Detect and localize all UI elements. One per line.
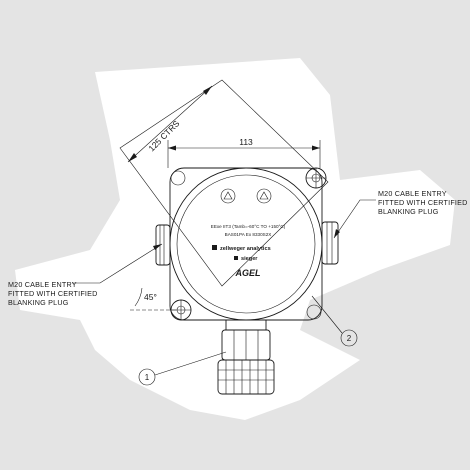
product-logo: AGEL <box>234 268 260 278</box>
callout-2-label: 2 <box>347 334 352 343</box>
note-left-arrow <box>153 244 162 250</box>
mounting-envelope <box>119 79 329 287</box>
ctrs-arrow-end <box>203 86 212 95</box>
sub-brand-mark-icon <box>234 256 238 260</box>
enclosure-lid-inner <box>176 174 316 314</box>
callout-2-bubble <box>340 329 358 347</box>
width-dimension-label: 113 <box>239 137 253 147</box>
callout-1-bubble <box>138 368 156 386</box>
cable-entry-right <box>321 221 339 265</box>
note-right: M20 CABLE ENTRY FITTED WITH CERTIFIED BL… <box>378 189 468 216</box>
svg-text:FITTED WITH CERTIFIED: FITTED WITH CERTIFIED <box>8 289 98 298</box>
lid-screw-left <box>220 188 236 204</box>
svg-text:M20 CABLE ENTRY: M20 CABLE ENTRY <box>8 280 77 289</box>
mounting-boss-top-left <box>170 170 186 186</box>
brand-sub-text: sieger <box>241 256 258 262</box>
mounting-boss-bottom-right <box>306 304 322 320</box>
lid-screw-right <box>256 188 272 204</box>
angle-label: 45° <box>144 292 157 302</box>
angle-arc <box>134 287 143 307</box>
bottom-cable-gland <box>217 319 275 395</box>
note-right-leader <box>333 199 376 239</box>
note-right-arrow <box>334 229 340 238</box>
ctrs-dimension-line <box>127 85 213 163</box>
note-left: M20 CABLE ENTRY FITTED WITH CERTIFIED BL… <box>8 280 98 307</box>
note-left-leader <box>72 243 163 284</box>
mounting-boss-top-right <box>305 167 327 189</box>
callout-2-leader <box>311 295 343 334</box>
svg-text:FITTED WITH CERTIFIED: FITTED WITH CERTIFIED <box>378 198 468 207</box>
paper-background <box>15 58 455 420</box>
mounting-boss-bottom-left <box>170 299 192 321</box>
marking-line-2: BAS01PA Ex 8330S2X <box>225 232 272 237</box>
brand-main-text: zellweger analytics <box>220 246 271 252</box>
svg-text:M20 CABLE ENTRY: M20 CABLE ENTRY <box>378 189 447 198</box>
callout-1-leader <box>154 351 227 376</box>
svg-text:BLANKING PLUG: BLANKING PLUG <box>8 298 69 307</box>
svg-text:BLANKING PLUG: BLANKING PLUG <box>378 207 439 216</box>
marking-line-1: EExe IIT3 (Tamb=-60°C TO +150°C) <box>211 224 286 229</box>
ctrs-arrow-start <box>128 153 137 162</box>
brand-mark-icon <box>212 245 217 250</box>
width-arrow-left <box>168 145 176 151</box>
width-arrow-right <box>312 145 320 151</box>
callout-1-label: 1 <box>145 373 150 382</box>
